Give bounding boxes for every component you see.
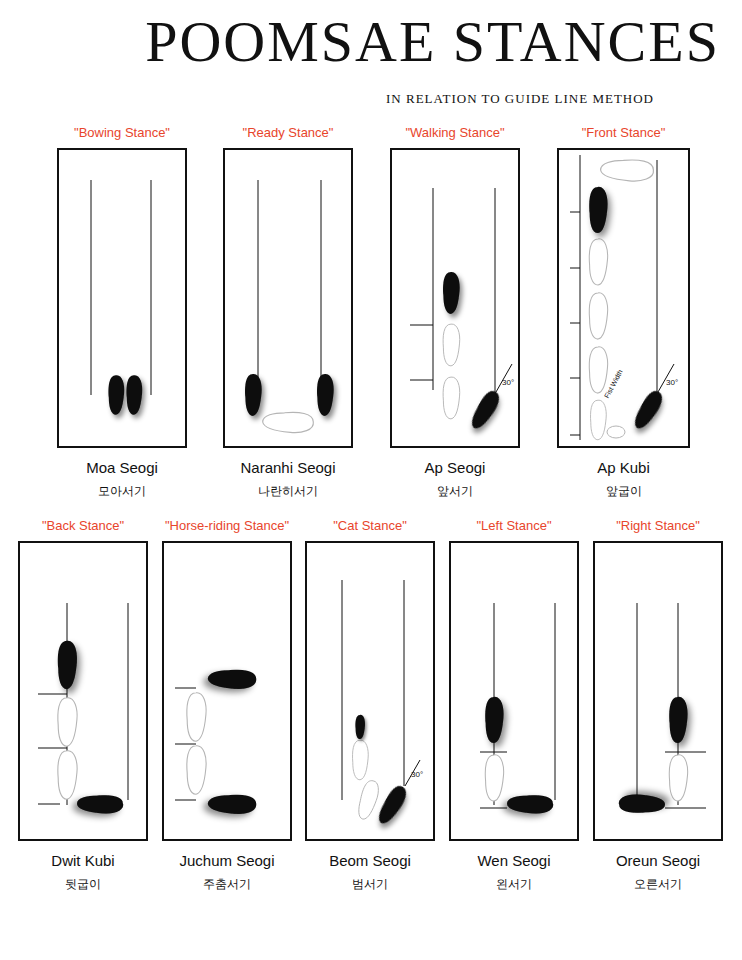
english-name: "Front Stance" — [582, 125, 666, 140]
english-name: "Horse-riding Stance" — [165, 518, 289, 533]
stance-panel: "Left Stance"Wen Seogi왼서기 — [449, 541, 579, 841]
korean-name: 앞굽이 — [606, 483, 642, 500]
korean-name: 뒷굽이 — [65, 876, 101, 893]
korean-name: 주춤서기 — [203, 876, 251, 893]
stance-name: Beom Seogi — [329, 852, 411, 869]
stance-panel: "Walking Stance"Ap Seogi앞서기 — [390, 148, 520, 448]
stance-panel: "Horse-riding Stance"Juchum Seogi주춤서기 — [162, 541, 292, 841]
subtitle: IN RELATION TO GUIDE LINE METHOD — [386, 91, 654, 107]
stance-panel: "Ready Stance"Naranhi Seogi나란히서기 — [223, 148, 353, 448]
stance-name: Oreun Seogi — [616, 852, 700, 869]
korean-name: 나란히서기 — [258, 483, 318, 500]
angle-label: 30° — [411, 770, 423, 779]
english-name: "Bowing Stance" — [74, 125, 170, 140]
stance-panel: "Front Stance"Ap Kubi앞굽이 — [557, 148, 690, 448]
stance-panel: "Bowing Stance"Moa Seogi모아서기 — [57, 148, 187, 448]
korean-name: 범서기 — [352, 876, 388, 893]
stance-name: Ap Seogi — [425, 459, 486, 476]
stance-panel: "Cat Stance"Beom Seogi범서기 — [305, 541, 435, 841]
stance-name: Dwit Kubi — [51, 852, 114, 869]
korean-name: 오른서기 — [634, 876, 682, 893]
angle-label: 30° — [666, 378, 678, 387]
stance-panel: "Right Stance"Oreun Seogi오른서기 — [593, 541, 723, 841]
stance-name: Moa Seogi — [86, 459, 158, 476]
stance-name: Juchum Seogi — [179, 852, 274, 869]
stance-name: Wen Seogi — [477, 852, 550, 869]
stance-name: Naranhi Seogi — [240, 459, 335, 476]
korean-name: 왼서기 — [496, 876, 532, 893]
english-name: "Walking Stance" — [405, 125, 504, 140]
angle-label: 30° — [502, 378, 514, 387]
korean-name: 앞서기 — [437, 483, 473, 500]
english-name: "Right Stance" — [616, 518, 700, 533]
english-name: "Back Stance" — [42, 518, 124, 533]
english-name: "Ready Stance" — [243, 125, 334, 140]
english-name: "Left Stance" — [477, 518, 552, 533]
page-title: POOMSAE STANCES — [145, 8, 720, 75]
korean-name: 모아서기 — [98, 483, 146, 500]
stance-name: Ap Kubi — [597, 459, 650, 476]
english-name: "Cat Stance" — [333, 518, 407, 533]
stance-panel: "Back Stance"Dwit Kubi뒷굽이 — [18, 541, 148, 841]
